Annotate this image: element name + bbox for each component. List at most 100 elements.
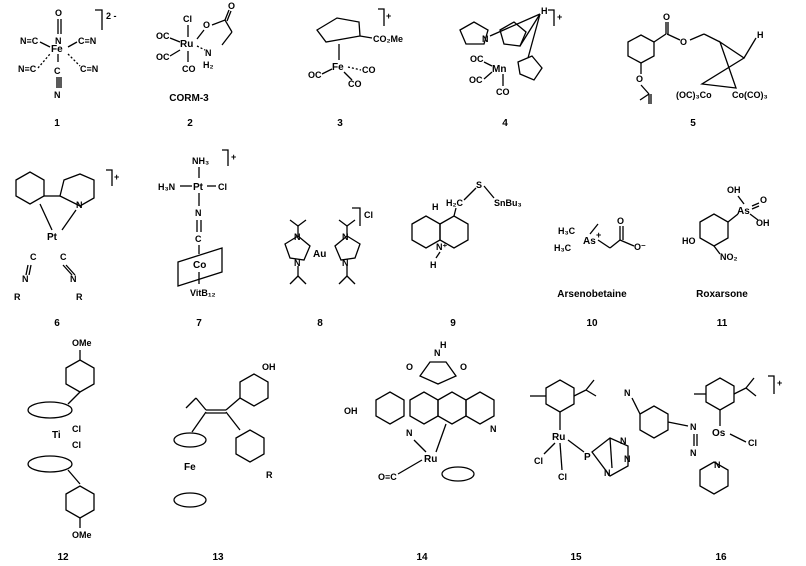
n-atom-14b: N: [490, 424, 497, 434]
ho-11: HO: [682, 236, 696, 246]
n-atom-14a: N: [434, 348, 441, 358]
n-atom-2: N: [205, 48, 212, 58]
charge-3: +: [386, 11, 391, 21]
c-atom-1: C: [54, 66, 61, 76]
cn-ligand-1b: C≡N: [80, 64, 98, 74]
n-atom-16b: N: [690, 448, 697, 458]
cl-atom-7: Cl: [218, 182, 227, 192]
compound-number-11: 11: [717, 318, 728, 329]
n-atom-6a: N: [22, 274, 29, 284]
h-atom-9a: H: [430, 260, 437, 270]
n-atom-7: N: [195, 208, 202, 218]
charge-4: +: [557, 12, 562, 22]
r-group-6a: R: [14, 292, 21, 302]
compound-number-5: 5: [690, 118, 696, 129]
o-atom-2: O: [203, 20, 210, 30]
compound-12-structure: OMe Ti Cl Cl OMe: [27, 338, 95, 540]
co-ligand-2c: CO: [182, 64, 196, 74]
compound-8-structure: N N Au N N Cl: [284, 207, 373, 285]
cn-ligand-1a: C≡N: [78, 36, 96, 46]
oh-11b: OH: [756, 218, 770, 228]
compound-11-structure: As OH O OH HO NO₂ Roxarsone: [682, 185, 770, 300]
co3co-5a: (OC)₃Co: [676, 90, 712, 100]
compound-1-structure: Fe O N C N N≡C C≡N N≡C C≡N 2 -: [18, 8, 117, 100]
compound-9-structure: N⁺ H H H₂C S SnBu₃: [411, 180, 522, 270]
compound-number-1: 1: [54, 118, 60, 129]
o-atom-2b: O: [228, 1, 235, 11]
co-ligand-4: CO: [496, 87, 510, 97]
compound-4-structure: N Mn H OC OC CO +: [459, 6, 562, 97]
h-atom-4: H: [541, 6, 548, 16]
compound-3-structure: CO₂Me Fe OC CO CO +: [308, 8, 403, 89]
as-atom-10: As: [583, 236, 596, 247]
n-atom-1b: N: [54, 90, 61, 100]
o-atom-14a: O: [406, 362, 413, 372]
c-atom-7: C: [195, 234, 202, 244]
o-atom-14b: O: [460, 362, 467, 372]
as-atom-11: As: [737, 206, 750, 217]
caption-11: Roxarsone: [696, 289, 748, 300]
n-atom-14c: N: [406, 428, 413, 438]
o-atom-5b: O: [680, 37, 687, 47]
cl-atom-12a: Cl: [72, 424, 81, 434]
h3c-10a: H₃C: [558, 226, 576, 236]
compound-7-structure: NH₃ Pt H₃N Cl N C Co VitB₁₂ +: [158, 149, 236, 298]
snbu3-9: SnBu₃: [494, 198, 522, 208]
compound-number-3: 3: [337, 118, 343, 129]
oh-14: OH: [344, 406, 358, 416]
cl-atom-15a: Cl: [534, 456, 543, 466]
nc-ligand-1a: N≡C: [20, 36, 39, 46]
n-atom-6: N: [76, 200, 83, 210]
compound-number-13: 13: [212, 552, 224, 563]
compound-13-structure: OH Fe R: [173, 362, 276, 508]
compound-number-2: 2: [187, 118, 193, 129]
r-group-13: R: [266, 470, 273, 480]
fe-atom-1: Fe: [51, 44, 63, 55]
oh-11a: OH: [727, 185, 741, 195]
o-atom-10: O: [617, 216, 624, 226]
no2-11: NO₂: [720, 252, 738, 262]
n-atom-4a: N: [482, 34, 489, 44]
compound-10-structure: H₃C H₃C As + O O⁻ Arsenobetaine: [554, 216, 646, 300]
ti-atom-12: Ti: [52, 430, 61, 441]
n-atom-16d: N: [624, 388, 631, 398]
compound-number-12: 12: [57, 552, 69, 563]
n-atom-6b: N: [70, 274, 77, 284]
charge-10: +: [596, 230, 601, 240]
ominus-10: O⁻: [634, 242, 646, 252]
h-atom-14: H: [440, 340, 447, 350]
c-atom-6a: C: [30, 252, 37, 262]
ome-12b: OMe: [72, 530, 92, 540]
cl-atom-2: Cl: [183, 14, 192, 24]
compound-number-14: 14: [416, 552, 428, 563]
n-atom-8c: N: [342, 232, 349, 242]
ome-12a: OMe: [72, 338, 92, 348]
n-atom-15c: N: [604, 468, 611, 478]
oc-ligand-4a: OC: [470, 54, 484, 64]
charge-7: +: [231, 152, 236, 162]
p-atom-15: P: [584, 452, 591, 463]
co-ligand-2a: OC: [156, 31, 170, 41]
compound-numbers: 1 2 3 4 5 6 7 8 9 10 11 12 13 14 15 16: [54, 118, 728, 563]
nplus-9: N⁺: [436, 242, 447, 252]
n-atom-8d: N: [342, 258, 349, 268]
vitb12-7: VitB₁₂: [190, 288, 216, 298]
o-atom-11: O: [760, 195, 767, 205]
h3c-10b: H₃C: [554, 243, 572, 253]
compound-14-structure: N H O O N OH N Ru O≡C: [344, 340, 497, 482]
pt-atom-6: Pt: [47, 232, 58, 243]
compound-number-8: 8: [317, 318, 323, 329]
compound-number-7: 7: [196, 318, 202, 329]
charge-6: +: [114, 172, 119, 182]
o-atom-5c: O: [636, 74, 643, 84]
pt-atom-7: Pt: [193, 182, 204, 193]
compound-number-6: 6: [54, 318, 60, 329]
h2c-9: H₂C: [446, 198, 463, 208]
mn-atom-4: Mn: [492, 64, 506, 75]
compound-6-structure: N Pt C C N N R R +: [14, 169, 119, 302]
co-ligand-3a: CO: [362, 65, 376, 75]
cl-atom-16: Cl: [748, 438, 757, 448]
ru-atom-14: Ru: [424, 454, 437, 465]
oc-ligand-14: O≡C: [378, 472, 397, 482]
